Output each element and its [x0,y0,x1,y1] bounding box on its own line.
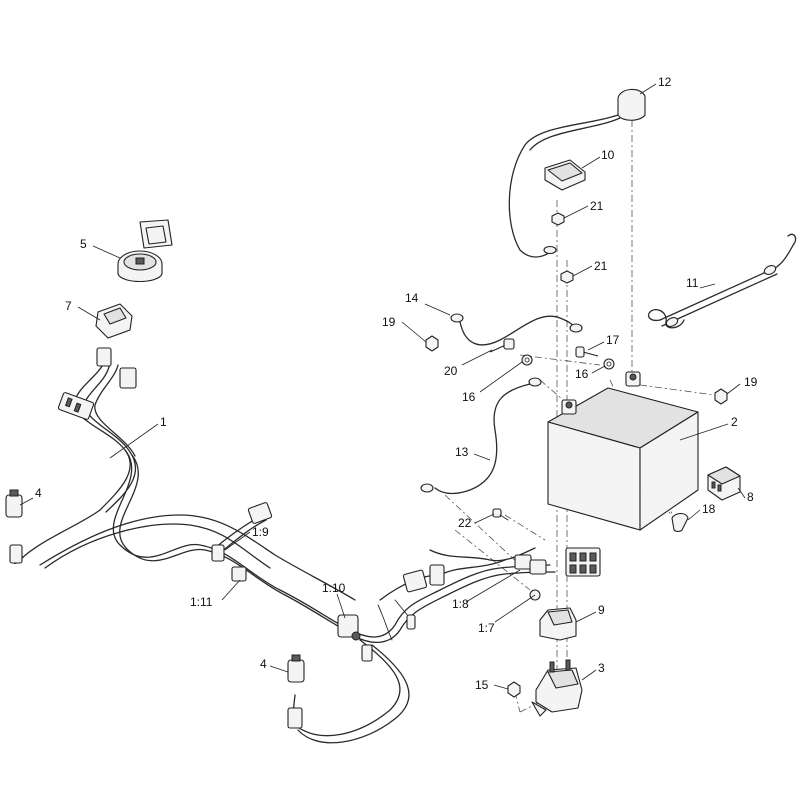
callout-1: 1 [160,415,167,429]
nut-21-lower [560,270,574,284]
callout-9: 9 [598,603,605,617]
callout-21-upper: 21 [590,199,604,213]
wire-harness [12,359,556,744]
ignition-switch [117,219,173,283]
callout-labels: 1 2 3 4 4 5 7 8 9 10 11 12 13 14 15 16 1… [35,75,758,692]
callout-10: 10 [601,148,615,162]
callout-4-bottom: 4 [260,657,267,671]
callout-15: 15 [475,678,489,692]
washer-16-left [521,354,533,366]
callout-1-11: 1:11 [190,595,213,609]
callout-21-lower: 21 [594,259,608,273]
callout-1-7: 1:7 [478,621,495,635]
seat-switch-bottom [287,654,305,729]
callout-1-10: 1:10 [322,581,346,595]
washer-16-right [603,358,615,370]
starter-solenoid [531,659,583,717]
bolt-20 [489,338,515,353]
callout-5: 5 [80,237,87,251]
callout-20: 20 [444,364,458,378]
callout-14: 14 [405,291,419,305]
plug-18 [671,512,689,533]
screw-22 [492,508,509,521]
callout-8: 8 [747,490,754,504]
callout-12: 12 [658,75,672,89]
nut-19-left [425,335,439,352]
nut-19-right [714,388,728,405]
callout-2: 2 [731,415,738,429]
harness-connectors [57,347,601,662]
solenoid-bracket [539,607,577,641]
seat-switch-left [5,489,23,564]
callout-18: 18 [702,502,716,516]
battery-cable-positive [508,88,646,258]
callout-7: 7 [65,299,72,313]
callout-19-right: 19 [744,375,758,389]
bolt-15 [507,681,521,698]
battery [547,371,699,531]
callout-16-right: 16 [575,367,589,381]
callout-17: 17 [606,333,620,347]
callout-1-8: 1:8 [452,597,469,611]
callout-3: 3 [598,661,605,675]
leader-lines [19,83,746,690]
terminal-cover [544,159,586,191]
bolt-17 [575,346,599,358]
callout-16-left: 16 [462,390,476,404]
callout-13: 13 [455,445,469,459]
nut-21-upper [551,212,565,226]
callout-19-left: 19 [382,315,396,329]
relay [707,466,741,501]
callout-22: 22 [458,516,472,530]
callout-11: 11 [686,276,699,290]
callout-4-left: 4 [35,486,42,500]
ground-cable [450,313,583,346]
callout-1-9: 1:9 [252,525,269,539]
negative-cable [420,377,542,495]
rocker-switch [95,303,133,339]
hold-down-rod [647,233,797,329]
